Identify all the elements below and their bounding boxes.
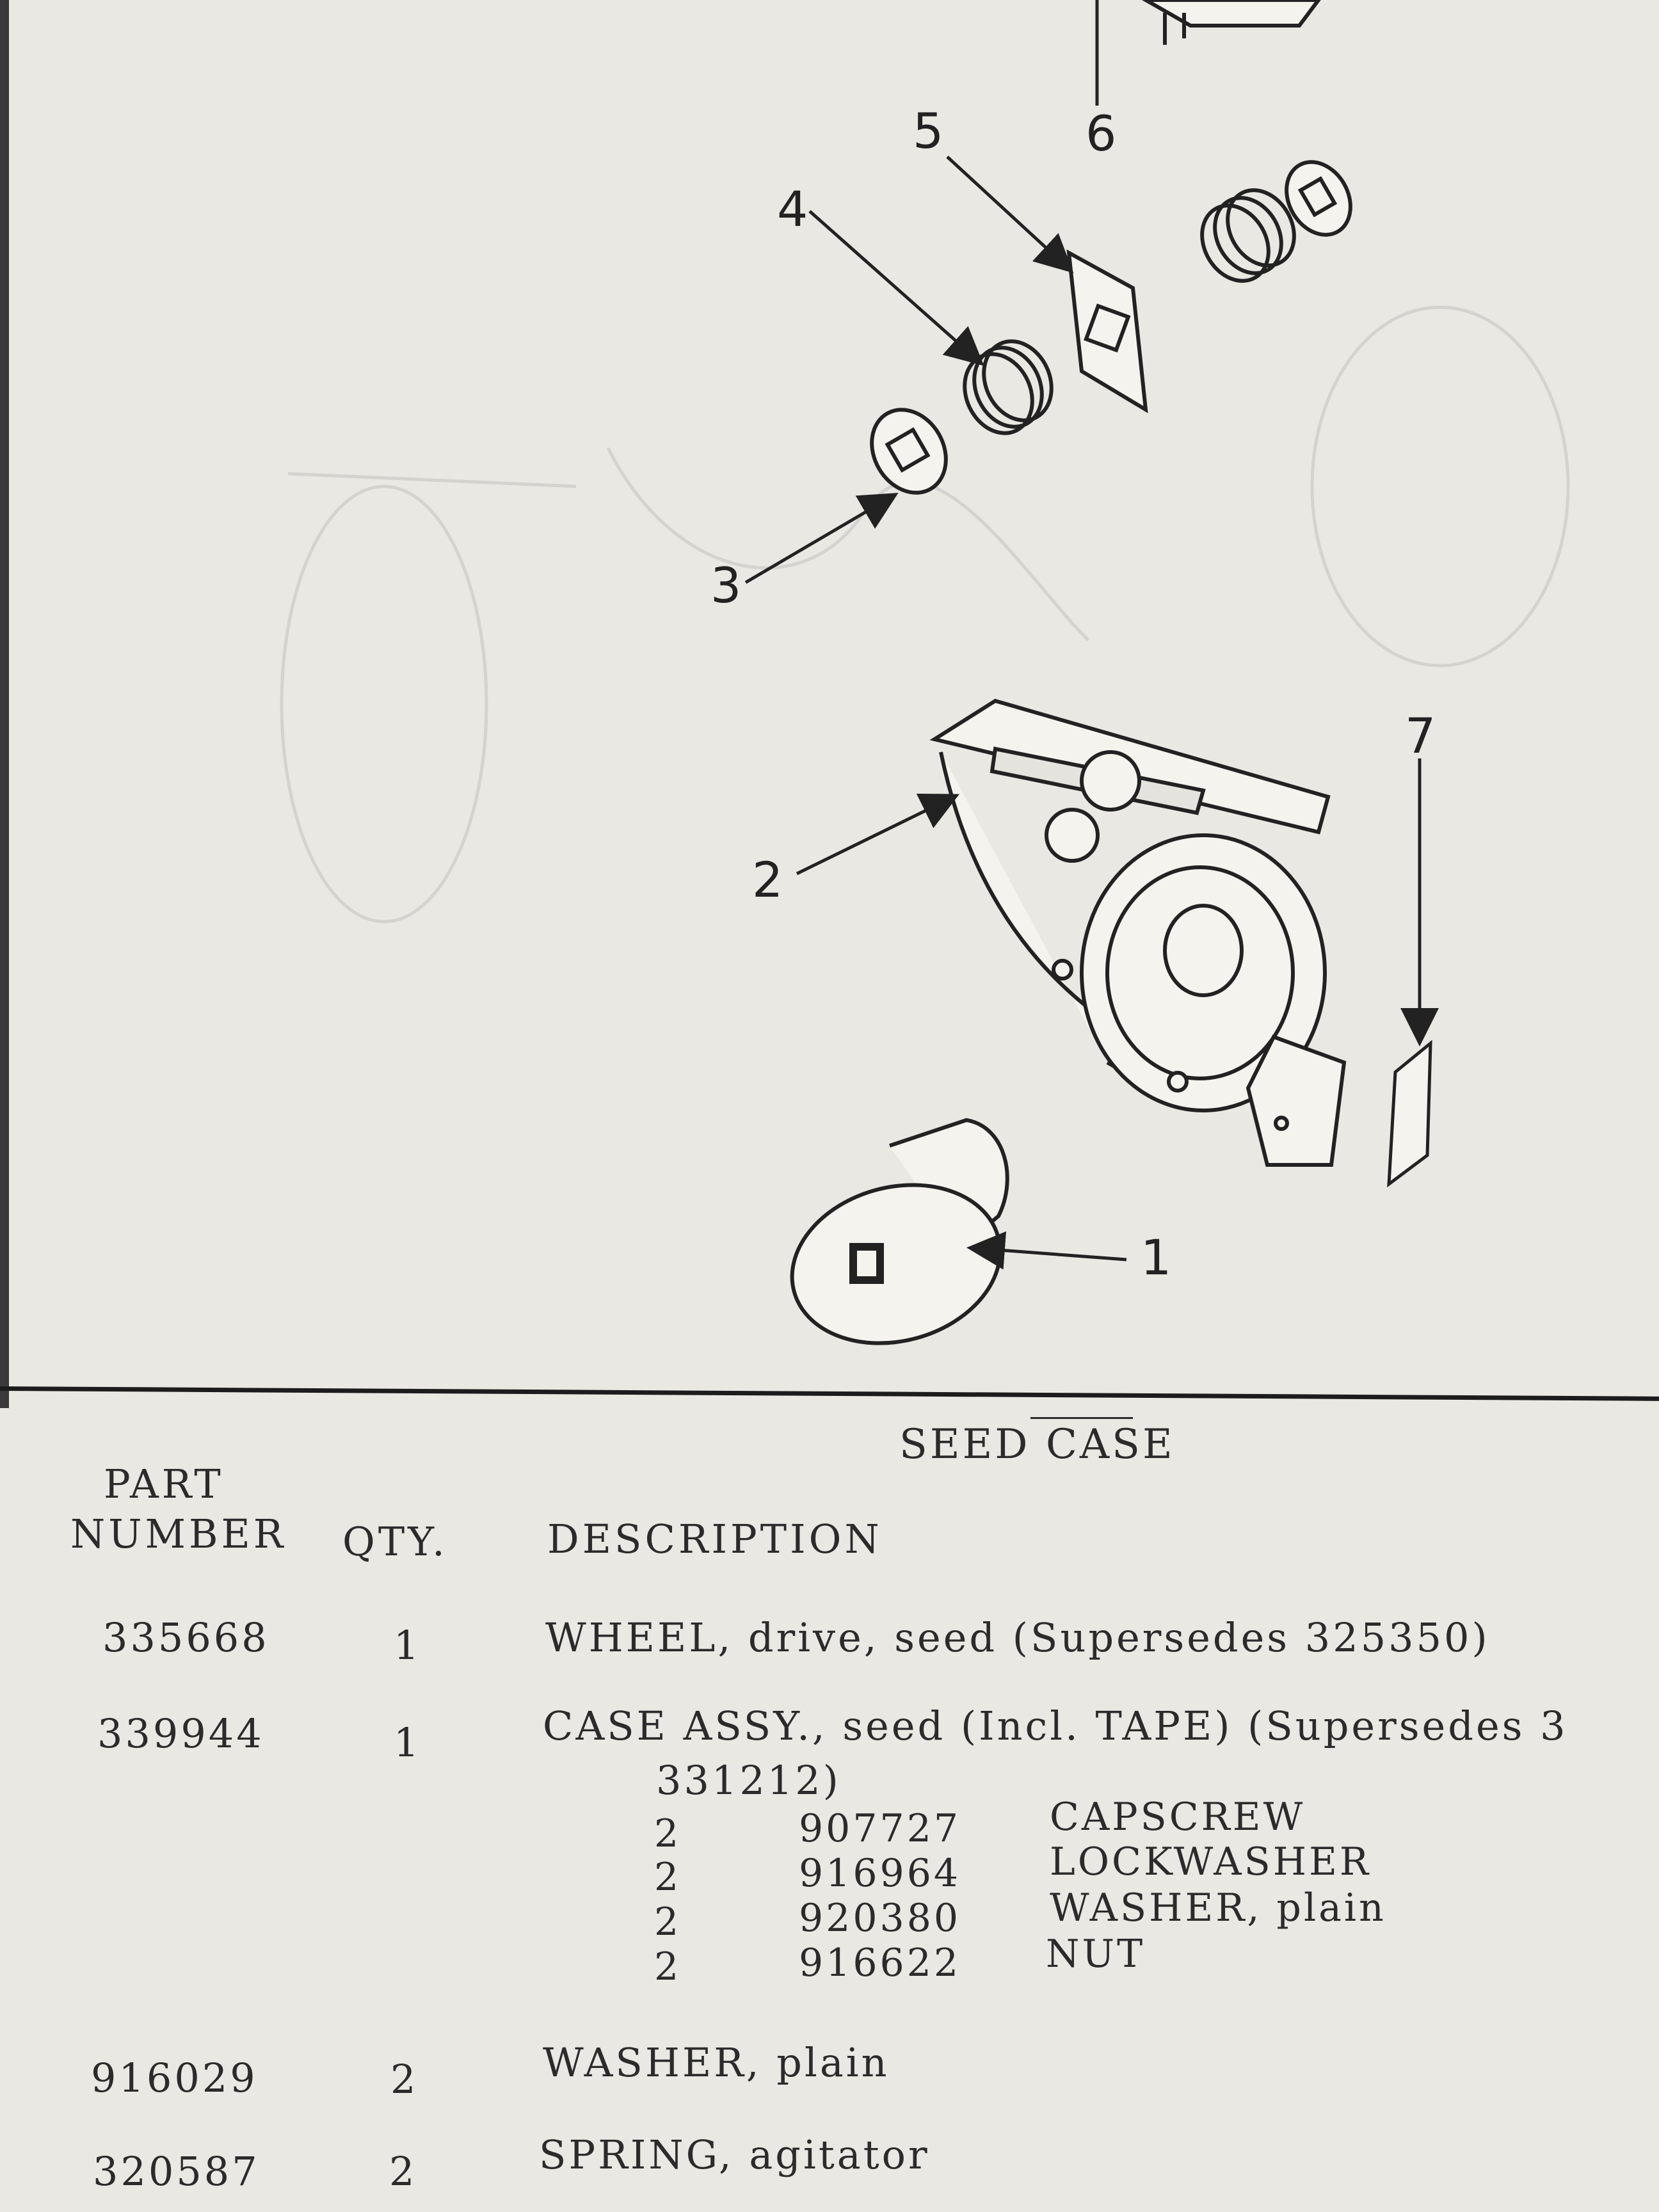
part-3-washer-drawing [870,408,948,495]
part-4-spring-drawing [963,339,1054,435]
part-2-seed-case-drawing [929,698,1347,1167]
quantity: 1 [394,1719,422,1766]
description: WHEEL, drive, seed (Supersedes 325350) [545,1614,1490,1661]
hardware-description: LOCKWASHER [1050,1839,1372,1884]
title-overline [1030,1417,1133,1419]
hardware-description: CAPSCREW [1050,1795,1306,1839]
exploded-parts-diagram [280,0,1570,1345]
bleed-through-shadow [280,305,1570,924]
header-description: DESCRIPTION [547,1516,883,1562]
page-binding-edge [0,0,9,1408]
quantity: 1 [394,1622,422,1669]
callout-6: 6 [1086,105,1117,162]
part-5-plate-drawing [1066,249,1148,413]
hardware-qty: 2 [654,1811,682,1856]
callout-4: 4 [777,180,808,237]
hardware-part: 920380 [799,1896,961,1941]
hardware-qty: 2 [654,1944,682,1989]
part-number: 320587 [93,2148,260,2195]
description: CASE ASSY., seed (Incl. TAPE) (Supersede… [543,1703,1568,1749]
leader-1 [966,1231,1127,1270]
quantity: 2 [389,2148,417,2195]
quantity: 2 [390,2056,419,2103]
hardware-qty: 2 [654,1855,682,1900]
header-part-line1: PART [104,1461,224,1507]
description-continuation: 331212) [656,1757,841,1804]
hardware-description: WASHER, plain [1050,1886,1386,1930]
callout-1: 1 [1141,1229,1172,1286]
leader-3 [744,492,899,584]
hardware-part: 916622 [799,1941,961,1985]
part-1-drive-wheel-drawing [790,1118,1009,1345]
callout-3: 3 [710,557,742,614]
header-qty: QTY. [342,1518,448,1565]
part-number: 335668 [102,1614,269,1661]
callout-5: 5 [913,102,944,159]
part-number: 339944 [97,1710,264,1757]
callout-2: 2 [752,851,783,908]
hardware-part: 916964 [799,1851,961,1896]
leader-4 [808,210,984,366]
header-part-line2: NUMBER [70,1511,287,1557]
leader-2 [796,794,959,876]
leader-5 [946,156,1074,273]
description: SPRING, agitator [539,2131,930,2178]
callout-7: 7 [1405,707,1436,764]
hardware-qty: 2 [654,1900,682,1944]
part-7-tape-drawing [1387,1039,1432,1188]
part-6-drawing [1141,0,1321,45]
washer-top-drawing [1285,160,1352,237]
hardware-description: NUT [1046,1932,1146,1976]
description: WASHER, plain [543,2039,890,2086]
hardware-part: 907727 [799,1806,961,1851]
spring-top-drawing [1200,188,1296,283]
section-title: SEED CASE [899,1421,1175,1468]
part-number: 916029 [91,2055,258,2101]
